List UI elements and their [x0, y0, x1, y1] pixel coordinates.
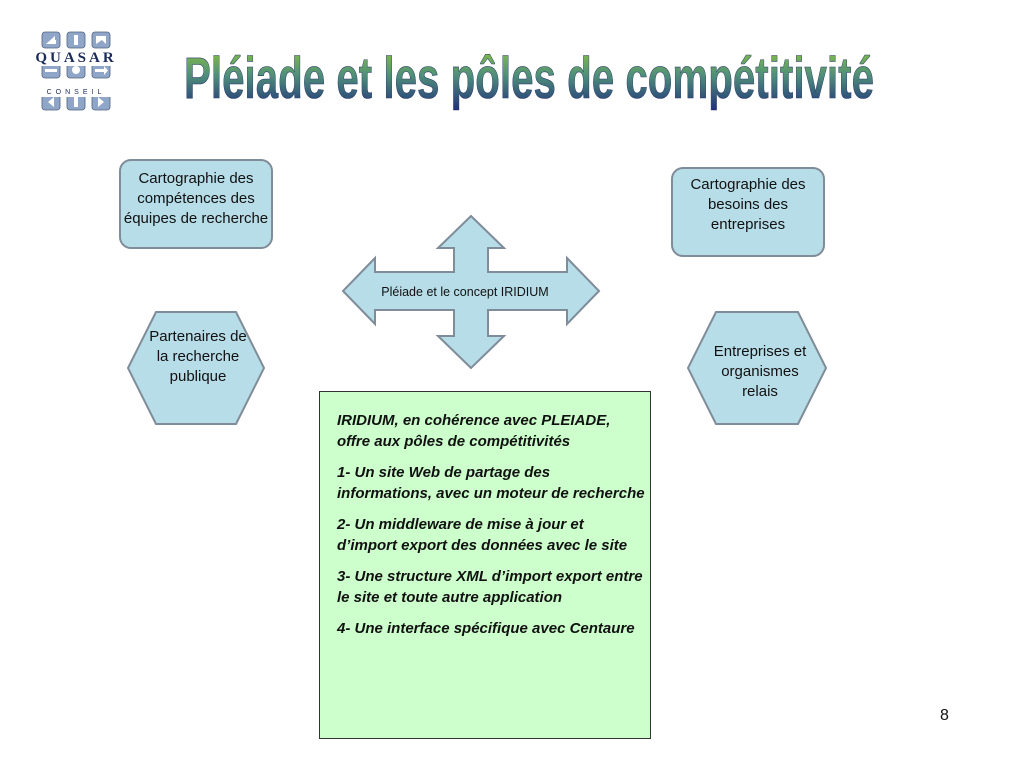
page-title-text: Pléiade et les pôles de compétitivité	[184, 46, 874, 111]
logo-name: QUASAR	[28, 50, 124, 66]
hexagon-entreprises	[686, 311, 828, 425]
logo-tiles-icon	[41, 31, 111, 111]
note-paragraph: 4- Une interface spécifique avec Centaur…	[337, 620, 635, 637]
quasar-conseil-logo: QUASAR CONSEIL	[28, 30, 124, 112]
note-paragraph: 3- Une structure XML d’import export ent…	[337, 568, 643, 606]
box-besoins: Cartographie des besoins des entreprises	[671, 167, 825, 257]
note-paragraph: IRIDIUM, en cohérence avec PLEIADE, offr…	[337, 412, 611, 450]
note-paragraph: 1- Un site Web de partage des informatio…	[337, 464, 645, 502]
hexagon-partenaires-label: Partenaires de la recherche publique	[149, 328, 247, 385]
note-paragraph: 2- Un middleware de mise à jour et d’imp…	[337, 516, 628, 554]
page-title: Pléiade et les pôles de compétitivité	[184, 46, 875, 112]
page-number: 8	[940, 707, 949, 724]
iridium-description-box: IRIDIUM, en cohérence avec PLEIADE, offr…	[319, 391, 651, 739]
logo-subtitle: CONSEIL	[36, 88, 116, 97]
center-arrow-label: Pléiade et le concept IRIDIUM	[381, 285, 549, 299]
hexagon-partenaires	[126, 311, 266, 425]
hexagon-entreprises-label: Entreprises et organismes relais	[713, 343, 807, 400]
box-besoins-label: Cartographie des besoins des entreprises	[690, 176, 806, 233]
box-competences: Cartographie des compétences des équipes…	[119, 159, 273, 249]
box-competences-label: Cartographie des compétences des équipes…	[123, 170, 269, 227]
four-way-arrow-icon	[341, 214, 601, 370]
